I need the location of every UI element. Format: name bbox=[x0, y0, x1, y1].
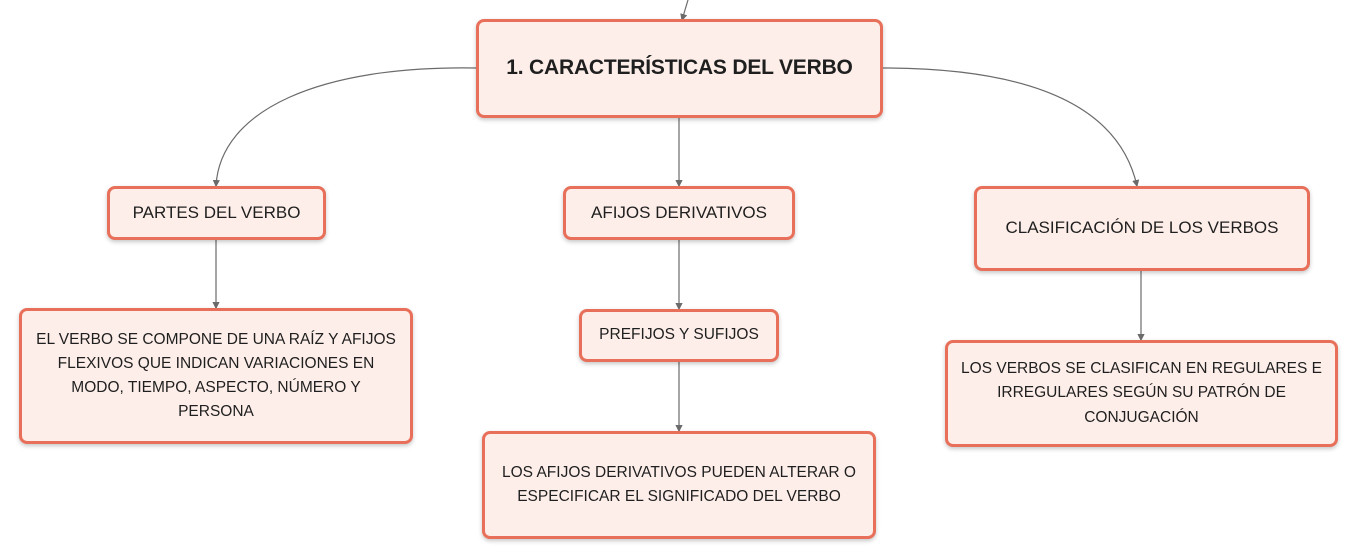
node-partes-del-verbo[interactable]: PARTES DEL VERBO bbox=[107, 186, 326, 240]
connector-parent-to-root bbox=[680, 0, 689, 22]
root-node[interactable]: 1. CARACTERÍSTICAS DEL VERBO bbox=[476, 19, 883, 118]
node-text: LOS AFIJOS DERIVATIVOS PUEDEN ALTERAR O … bbox=[501, 463, 856, 505]
connector-root-to-clasificacion bbox=[881, 67, 1140, 188]
node-prefijos-y-sufijos[interactable]: PREFIJOS Y SUFIJOS bbox=[579, 309, 779, 362]
node-afijos-detail[interactable]: LOS AFIJOS DERIVATIVOS PUEDEN ALTERAR O … bbox=[482, 431, 876, 539]
node-label: CLASIFICACIÓN DE LOS VERBOS bbox=[1005, 218, 1279, 238]
node-afijos-derivativos[interactable]: AFIJOS DERIVATIVOS bbox=[563, 186, 795, 240]
node-clasificacion-de-los-verbos[interactable]: CLASIFICACIÓN DE LOS VERBOS bbox=[974, 186, 1310, 271]
node-label: AFIJOS DERIVATIVOS bbox=[590, 202, 767, 222]
node-text: EL VERBO SE COMPONE DE UNA RAÍZ Y AFIJOS… bbox=[36, 330, 396, 421]
node-clasificacion-detail[interactable]: LOS VERBOS SE CLASIFICAN EN REGULARES E … bbox=[945, 340, 1338, 447]
node-text: LOS VERBOS SE CLASIFICAN EN REGULARES E … bbox=[961, 360, 1322, 426]
node-label: PARTES DEL VERBO bbox=[132, 202, 301, 222]
root-label: 1. CARACTERÍSTICAS DEL VERBO bbox=[506, 56, 853, 80]
node-label: PREFIJOS Y SUFIJOS bbox=[599, 326, 759, 344]
connector-root-to-partes bbox=[212, 67, 478, 188]
node-partes-detail[interactable]: EL VERBO SE COMPONE DE UNA RAÍZ Y AFIJOS… bbox=[19, 308, 413, 444]
